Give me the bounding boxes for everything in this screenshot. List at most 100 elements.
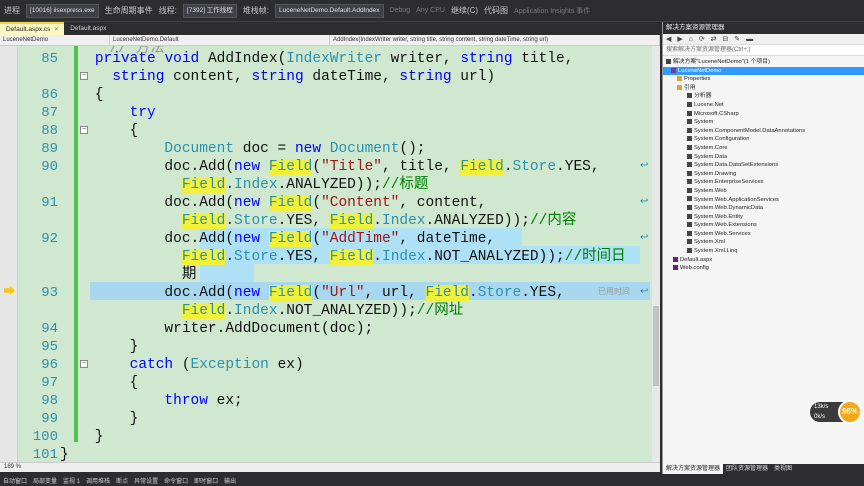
tree-node[interactable]: System.Web.Services [663, 230, 864, 239]
code-text[interactable]: Document doc = new Document(); [164, 141, 426, 157]
code-text[interactable]: catch (Exception ex) [129, 357, 304, 373]
collapse-toggle[interactable]: − [80, 126, 88, 134]
collapse-toggle[interactable]: − [80, 72, 88, 80]
code-text[interactable]: } [60, 429, 104, 445]
tree-node[interactable]: 引用 [663, 84, 864, 93]
code-line[interactable]: 94 writer.AddDocument(doc); [0, 320, 660, 338]
code-text[interactable]: doc.Add(new Field("Url", url, Field.Stor… [60, 285, 565, 301]
code-line[interactable]: Field.Index.ANALYZED));//标题 [0, 176, 660, 194]
tree-node[interactable]: System [663, 118, 864, 127]
code-text[interactable]: throw ex; [164, 393, 243, 409]
code-line[interactable]: 88 { [0, 122, 660, 140]
tab-team-explorer[interactable]: 团队资源管理器 [726, 466, 769, 472]
tree-node[interactable]: System.Xml.Linq [663, 247, 864, 256]
tree-node[interactable]: System.Data.DataSetExtensions [663, 161, 864, 170]
code-text[interactable]: } [60, 339, 139, 355]
tree-node[interactable]: System.Xml [663, 238, 864, 247]
continue-button[interactable]: 继续(C) [450, 6, 479, 15]
collapse-toggle[interactable]: − [80, 360, 88, 368]
code-line[interactable]: 85 private void AddIndex(IndexWriter wri… [0, 50, 660, 68]
code-line[interactable]: Field.Index.NOT_ANALYZED));//网址 [0, 302, 660, 320]
code-text[interactable]: Field.Index.ANALYZED));//标题 [181, 177, 429, 193]
code-text[interactable]: Field.Store.YES, Field.Index.ANALYZED));… [181, 213, 577, 229]
debug-window-tab[interactable]: 监视 1 [63, 478, 81, 485]
code-text[interactable]: 期 [60, 267, 197, 283]
code-line[interactable]: 100 } [0, 428, 660, 446]
platform-combo[interactable]: Any CPU [416, 7, 445, 14]
tree-node[interactable]: System.Web.DynamicData [663, 204, 864, 213]
code-line[interactable]: 91 doc.Add(new Field("Content", content, [0, 194, 660, 212]
tree-node[interactable]: System.EnterpriseServices [663, 178, 864, 187]
scrollbar-thumb[interactable] [653, 306, 659, 386]
solution-node[interactable]: 解决方案"LuceneNetDemo"(1 个项目) [663, 58, 864, 67]
code-text[interactable]: { [60, 87, 104, 103]
tab-default-aspx[interactable]: Default.aspx [64, 22, 112, 35]
code-line[interactable]: 99 } [0, 410, 660, 428]
code-text[interactable]: private void AddIndex(IndexWriter writer… [94, 51, 574, 67]
tab-default-aspx-cs[interactable]: Default.aspx.cs× [0, 22, 65, 35]
tree-node[interactable]: System.Web.ApplicationServices [663, 196, 864, 205]
thread-combo[interactable]: [7392] 工作线程 [182, 3, 237, 18]
code-text[interactable]: Field.Store.YES, Field.Index.NOT_ANALYZE… [181, 249, 626, 265]
code-text[interactable]: { [60, 375, 139, 391]
tree-node[interactable]: System.Data [663, 153, 864, 162]
code-line[interactable]: 96 catch (Exception ex) [0, 356, 660, 374]
code-text[interactable]: Field.Index.NOT_ANALYZED));//网址 [181, 303, 464, 319]
solution-search-input[interactable]: 搜索解决方案资源管理器(Ctrl+;) [663, 45, 864, 56]
insights-button[interactable]: Application Insights 事件 [514, 7, 591, 15]
code-line[interactable]: Field.Store.YES, Field.Index.NOT_ANALYZE… [0, 248, 660, 266]
tab-solution-explorer[interactable]: 解决方案资源管理器 [663, 464, 724, 474]
debug-window-tab[interactable]: 即时窗口 [194, 478, 219, 485]
code-line[interactable]: 86 { [0, 86, 660, 104]
zoom-level[interactable]: 189 % [4, 464, 22, 470]
code-text[interactable]: } [60, 411, 139, 427]
tree-node[interactable]: Properties [663, 75, 864, 84]
tree-node[interactable]: System.Web.Entity [663, 213, 864, 222]
tree-node[interactable]: System.Drawing [663, 170, 864, 179]
tree-node[interactable]: System.Core [663, 144, 864, 153]
code-text[interactable]: writer.AddDocument(doc); [60, 321, 374, 337]
project-node[interactable]: LuceneNetDemo [663, 66, 864, 76]
code-line[interactable]: 92 doc.Add(new Field("AddTime", dateTime… [0, 230, 660, 248]
tree-node[interactable]: Lucene.Net [663, 101, 864, 110]
code-line[interactable]: 97 { [0, 374, 660, 392]
tree-node[interactable]: System.ComponentModel.DataAnnotations [663, 127, 864, 136]
elapsed-time-hint[interactable]: 已用时间 [598, 287, 630, 296]
process-combo[interactable]: [10016] iisexpress.exe [26, 3, 99, 18]
code-text[interactable]: doc.Add(new Field("Content", content, [60, 195, 487, 211]
code-text[interactable]: } [60, 447, 69, 462]
debug-window-tab[interactable]: 局部变量 [33, 478, 58, 485]
debug-window-tab[interactable]: 输出 [224, 478, 237, 485]
tree-node[interactable]: Web.config [663, 264, 864, 273]
debug-window-tab[interactable]: 异常设置 [134, 478, 159, 485]
class-dropdown[interactable]: LuceneNetDemo.Default [110, 35, 330, 45]
code-text[interactable]: doc.Add(new Field("Title", title, Field.… [60, 159, 600, 175]
member-dropdown[interactable]: AddIndex(IndexWriter writer, string titl… [330, 35, 660, 45]
tab-class-view[interactable]: 类视图 [774, 466, 793, 472]
indicator-margin[interactable] [0, 46, 18, 462]
debug-window-tab[interactable]: 调用堆栈 [86, 478, 111, 485]
code-line[interactable]: Field.Store.YES, Field.Index.ANALYZED));… [0, 212, 660, 230]
code-map-button[interactable]: 代码图 [484, 6, 509, 15]
config-combo[interactable]: Debug [389, 7, 411, 14]
tree-node[interactable]: System.Web.Extensions [663, 221, 864, 230]
code-text[interactable]: doc.Add(new Field("AddTime", dateTime, [60, 231, 496, 247]
tree-node[interactable]: System.Web [663, 187, 864, 196]
code-text[interactable]: string content, string dateTime, string … [112, 69, 496, 85]
code-line[interactable]: 95 } [0, 338, 660, 356]
tree-node[interactable]: Microsoft.CSharp [663, 110, 864, 119]
code-line[interactable]: 期 [0, 266, 660, 284]
lifecycle-events[interactable]: 生命周期事件 [104, 6, 153, 15]
vertical-scrollbar[interactable] [652, 46, 660, 462]
code-line[interactable]: 87 try [0, 104, 660, 122]
code-editor[interactable]: // 方法 − − − 85 private void AddIndex(Ind… [0, 46, 660, 462]
close-icon[interactable]: × [54, 26, 59, 33]
tree-node[interactable]: System.Configuration [663, 135, 864, 144]
code-line[interactable]: 101} [0, 446, 660, 462]
project-dropdown[interactable]: LuceneNetDemo [0, 35, 110, 45]
code-text[interactable]: { [60, 123, 139, 139]
code-line[interactable]: 98 throw ex; [0, 392, 660, 410]
code-line[interactable]: 93 doc.Add(new Field("Url", url, Field.S… [0, 284, 660, 302]
tree-node[interactable]: 分析器 [663, 92, 864, 101]
stack-frame-combo[interactable]: LuceneNetDemo.Default.AddIndex [275, 3, 384, 18]
